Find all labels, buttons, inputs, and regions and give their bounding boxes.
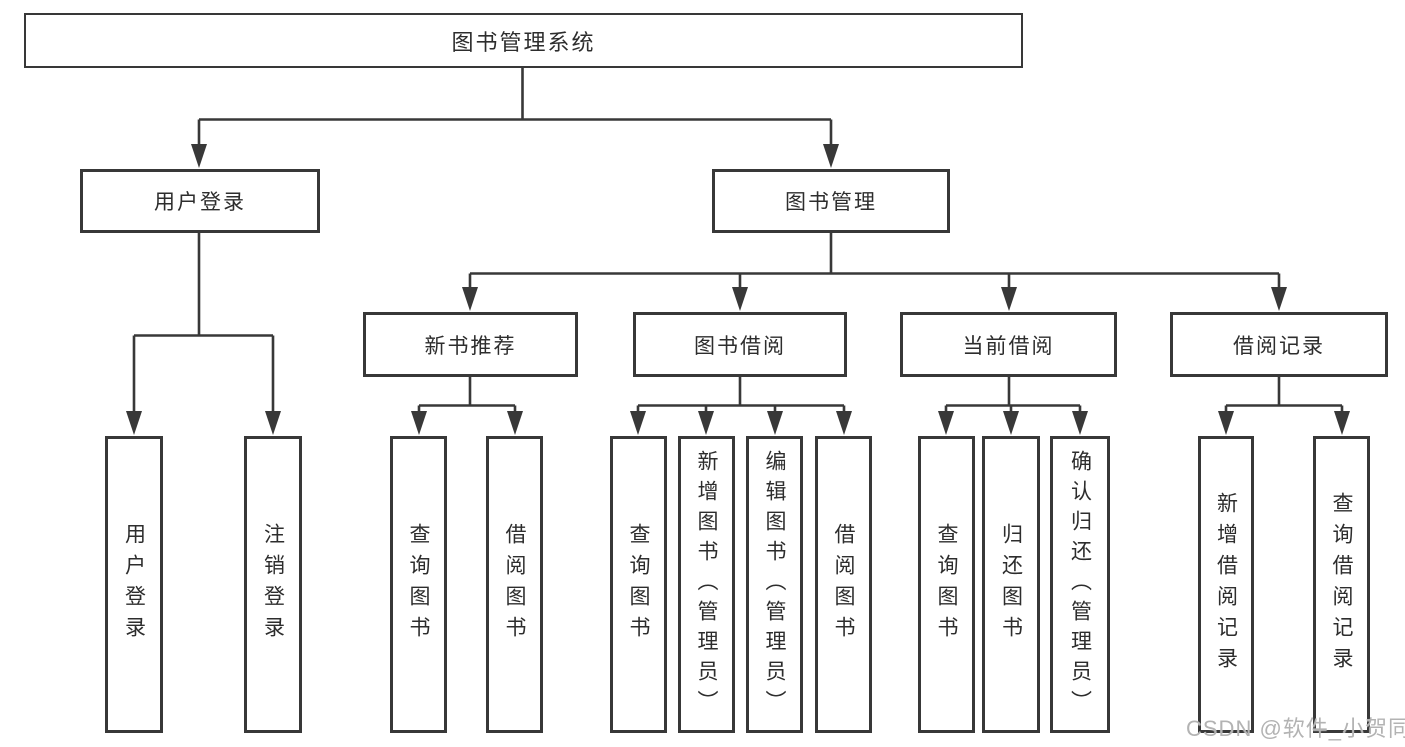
node-book-management: 图书管理 xyxy=(712,169,950,233)
connector-root-to-level2 xyxy=(191,68,839,168)
arrowhead-icon xyxy=(507,411,523,435)
node-user-login: 用户登录 xyxy=(80,169,320,233)
node-leaf-user-login: 用户登录 xyxy=(105,436,163,733)
csdn-watermark: CSDN @软件_小贺同学 xyxy=(1186,716,1405,741)
node-leaf-add-book-admin: 新增图书（管理员） xyxy=(678,436,735,733)
node-leaf-query-book-2: 查询图书 xyxy=(610,436,667,733)
node-book-borrow: 图书借阅 xyxy=(633,312,847,377)
node-new-book-recommend: 新书推荐 xyxy=(363,312,578,377)
arrowhead-icon xyxy=(732,287,748,311)
node-leaf-confirm-return-admin: 确认归还（管理员） xyxy=(1050,436,1110,733)
arrowhead-icon xyxy=(411,411,427,435)
node-leaf-edit-book-admin: 编辑图书（管理员） xyxy=(746,436,803,733)
node-current-borrow: 当前借阅 xyxy=(900,312,1117,377)
arrowhead-icon xyxy=(938,411,954,435)
node-leaf-borrow-book-1: 借阅图书 xyxy=(486,436,543,733)
connector-book-borrow-to-leaves xyxy=(630,377,852,435)
node-leaf-borrow-book-2: 借阅图书 xyxy=(815,436,872,733)
arrowhead-icon xyxy=(191,144,207,168)
arrowhead-icon xyxy=(1072,411,1088,435)
node-leaf-logout: 注销登录 xyxy=(244,436,302,733)
arrowhead-icon xyxy=(1003,411,1019,435)
arrowhead-icon xyxy=(836,411,852,435)
arrowhead-icon xyxy=(698,411,714,435)
node-leaf-query-book-1: 查询图书 xyxy=(390,436,447,733)
arrowhead-icon xyxy=(1001,287,1017,311)
arrowhead-icon xyxy=(1334,411,1350,435)
connector-book-mgmt-to-level3 xyxy=(462,233,1287,311)
arrowhead-icon xyxy=(1218,411,1234,435)
connector-borrow-record-to-leaves xyxy=(1218,377,1350,435)
connector-user-login-to-leaves xyxy=(126,233,281,435)
arrowhead-icon xyxy=(462,287,478,311)
arrowhead-icon xyxy=(767,411,783,435)
node-leaf-add-borrow-record: 新增借阅记录 xyxy=(1198,436,1254,733)
connector-current-borrow-to-leaves xyxy=(938,377,1088,435)
arrowhead-icon xyxy=(265,411,281,435)
connector-new-book-to-leaves xyxy=(411,377,523,435)
node-leaf-query-borrow-record: 查询借阅记录 xyxy=(1313,436,1370,733)
node-leaf-query-book-3: 查询图书 xyxy=(918,436,975,733)
node-borrow-record: 借阅记录 xyxy=(1170,312,1388,377)
arrowhead-icon xyxy=(1271,287,1287,311)
arrowhead-icon xyxy=(126,411,142,435)
arrowhead-icon xyxy=(630,411,646,435)
arrowhead-icon xyxy=(823,144,839,168)
node-root-system: 图书管理系统 xyxy=(24,13,1023,68)
node-leaf-return-book: 归还图书 xyxy=(982,436,1040,733)
